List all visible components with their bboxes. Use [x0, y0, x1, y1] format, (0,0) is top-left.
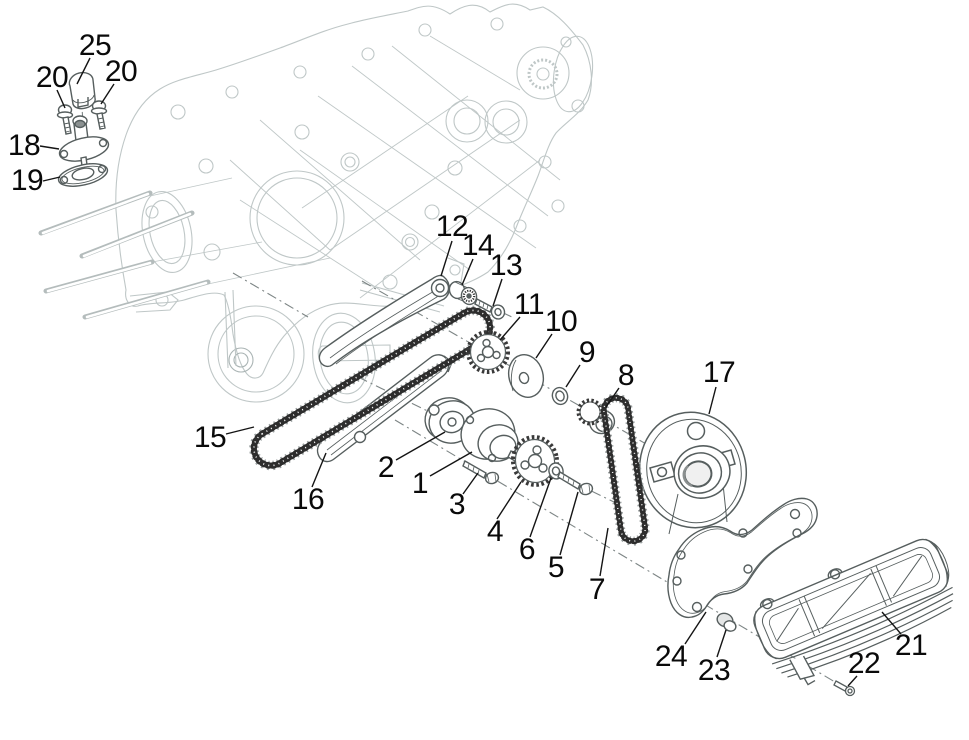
- leader-6: [529, 477, 552, 538]
- part-12-tensioner-blade: [318, 274, 450, 368]
- leader-11: [499, 316, 521, 341]
- callout-16: 16: [291, 483, 325, 516]
- leader-20a: [56, 89, 66, 109]
- part-11-pump-sprocket: [466, 330, 510, 374]
- part-8-crank-sprocket: [576, 398, 616, 435]
- callout-10: 10: [544, 305, 578, 338]
- leader-8: [605, 387, 620, 408]
- leader-18: [39, 145, 60, 150]
- leader-9: [565, 364, 581, 388]
- leader-24: [684, 611, 707, 645]
- callout-20a: 20: [35, 61, 69, 94]
- part-10-plate: [507, 354, 545, 398]
- callout-23: 23: [697, 654, 731, 687]
- leader-23: [716, 629, 727, 658]
- callout-6: 6: [518, 533, 536, 566]
- callout-18: 18: [7, 129, 41, 162]
- callout-8: 8: [617, 359, 635, 392]
- callout-21: 21: [894, 629, 928, 662]
- part-9-washer: [551, 386, 569, 406]
- leader-16: [311, 452, 327, 488]
- leader-19: [42, 176, 61, 182]
- callout-22: 22: [847, 647, 881, 680]
- leader-lines: [39, 57, 902, 687]
- part-13-screw: [474, 298, 506, 320]
- crankcase-studs: [38, 190, 211, 320]
- leader-14: [461, 258, 474, 286]
- leader-17: [708, 386, 717, 415]
- part-24-gasket: [667, 497, 818, 619]
- crankcase-outline: [115, 3, 594, 404]
- callout-7: 7: [588, 573, 606, 606]
- callout-5: 5: [547, 551, 565, 584]
- part-23-plug: [716, 612, 737, 632]
- leader-7: [599, 527, 609, 577]
- leader-13: [492, 278, 503, 307]
- part-22-screw: [833, 680, 856, 697]
- part-14-spacer: [448, 280, 478, 306]
- callout-3: 3: [448, 488, 466, 521]
- callout-19: 19: [10, 164, 44, 197]
- leader-10: [535, 333, 553, 359]
- part-18-bypass-valve: [58, 115, 110, 174]
- callout-9: 9: [578, 336, 596, 369]
- leader-25: [76, 57, 91, 85]
- leader-12: [440, 240, 453, 277]
- part-5-screw: [557, 470, 594, 496]
- part-21-sump-cover: [753, 538, 954, 686]
- callout-13: 13: [489, 249, 523, 282]
- part-20-bolt-left: [56, 104, 74, 135]
- callout-14: 14: [461, 229, 495, 262]
- callout-25: 25: [78, 29, 112, 62]
- leader-21: [881, 611, 902, 635]
- leader-5: [559, 491, 579, 556]
- part-19-gasket: [57, 163, 109, 187]
- callout-1: 1: [411, 467, 429, 500]
- drive-parts: [448, 280, 616, 435]
- leader-4: [496, 481, 522, 520]
- leader-2: [395, 431, 446, 461]
- leader-22: [847, 675, 858, 687]
- part-25-cap: [68, 71, 96, 110]
- callout-12: 12: [435, 210, 469, 243]
- callout-2: 2: [377, 451, 395, 484]
- leader-3: [462, 472, 479, 495]
- part-17-pulley-disc: [638, 411, 748, 535]
- callout-4: 4: [486, 515, 504, 548]
- part-4-driven-sprocket: [510, 435, 560, 487]
- leader-20b: [100, 83, 115, 105]
- callout-11: 11: [513, 288, 545, 321]
- part-20-bolt-right: [90, 100, 108, 130]
- callout-15: 15: [193, 421, 227, 454]
- callout-17: 17: [702, 356, 736, 389]
- part-7-chain: [599, 393, 650, 546]
- leader-1: [429, 451, 473, 477]
- callout-20b: 20: [104, 55, 138, 88]
- oil-bypass-assembly: [56, 71, 110, 187]
- part-3-screw: [462, 459, 500, 485]
- leader-15: [225, 426, 255, 435]
- callout-24: 24: [654, 640, 688, 673]
- oil-pump-cluster: [424, 397, 594, 496]
